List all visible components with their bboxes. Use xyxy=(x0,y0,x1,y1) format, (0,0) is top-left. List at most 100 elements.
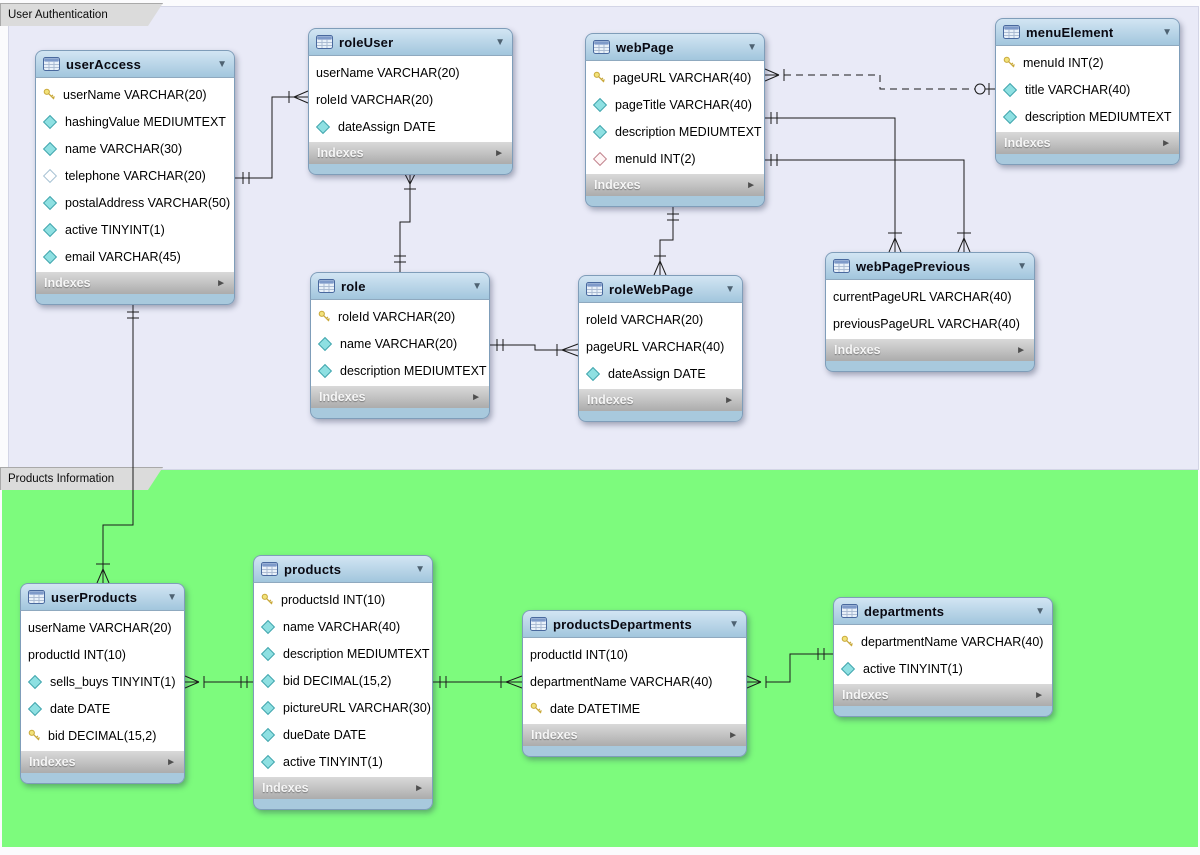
field-roleId[interactable]: roleId VARCHAR(20) xyxy=(309,86,512,113)
expand-arrow-icon[interactable]: ► xyxy=(216,277,226,289)
table-header[interactable]: products▼ xyxy=(253,555,433,583)
table-header[interactable]: roleWebPage▼ xyxy=(578,275,743,303)
field-departmentName[interactable]: departmentName VARCHAR(40) xyxy=(834,628,1052,655)
field-date[interactable]: date DATE xyxy=(21,695,184,722)
collapse-arrow-icon[interactable]: ▼ xyxy=(729,618,739,630)
collapse-arrow-icon[interactable]: ▼ xyxy=(1017,260,1027,272)
table-webPage[interactable]: webPage▼ pageURL VARCHAR(40)pageTitle VAR… xyxy=(585,33,765,207)
table-header[interactable]: userAccess▼ xyxy=(35,50,235,78)
section-tab-user-authentication[interactable]: User Authentication xyxy=(0,3,163,26)
table-header[interactable]: roleUser▼ xyxy=(308,28,513,56)
table-header[interactable]: role▼ xyxy=(310,272,490,300)
expand-arrow-icon[interactable]: ► xyxy=(746,179,756,191)
collapse-arrow-icon[interactable]: ▼ xyxy=(217,58,227,70)
table-roleUser[interactable]: roleUser▼ userName VARCHAR(20)roleId VARC… xyxy=(308,28,513,175)
table-menuElement[interactable]: menuElement▼ menuId INT(2)title VARCHAR(4… xyxy=(995,18,1180,165)
expand-arrow-icon[interactable]: ► xyxy=(471,391,481,403)
field-description[interactable]: description MEDIUMTEXT xyxy=(586,118,764,145)
field-telephone[interactable]: telephone VARCHAR(20) xyxy=(36,162,234,189)
field-userName[interactable]: userName VARCHAR(20) xyxy=(36,81,234,108)
indexes-footer[interactable]: Indexes► xyxy=(308,142,513,164)
table-productsDepartments[interactable]: productsDepartments▼ productId INT(10)dep… xyxy=(522,610,747,757)
table-header[interactable]: webPagePrevious▼ xyxy=(825,252,1035,280)
field-pageURL[interactable]: pageURL VARCHAR(40) xyxy=(586,64,764,91)
field-name[interactable]: name VARCHAR(30) xyxy=(36,135,234,162)
field-dateAssign[interactable]: dateAssign DATE xyxy=(579,360,742,387)
field-previousPageURL[interactable]: previousPageURL VARCHAR(40) xyxy=(826,310,1034,337)
expand-arrow-icon[interactable]: ► xyxy=(1034,689,1044,701)
field-currentPageURL[interactable]: currentPageURL VARCHAR(40) xyxy=(826,283,1034,310)
field-active[interactable]: active TINYINT(1) xyxy=(36,216,234,243)
collapse-arrow-icon[interactable]: ▼ xyxy=(725,283,735,295)
table-webPagePrevious[interactable]: webPagePrevious▼ currentPageURL VARCHAR(4… xyxy=(825,252,1035,372)
field-roleId[interactable]: roleId VARCHAR(20) xyxy=(579,306,742,333)
field-email[interactable]: email VARCHAR(45) xyxy=(36,243,234,270)
field-menuId[interactable]: menuId INT(2) xyxy=(996,49,1179,76)
field-departmentName[interactable]: departmentName VARCHAR(40) xyxy=(523,668,746,695)
field-name[interactable]: name VARCHAR(40) xyxy=(254,613,432,640)
expand-arrow-icon[interactable]: ► xyxy=(166,756,176,768)
indexes-footer[interactable]: Indexes► xyxy=(522,724,747,746)
field-dateAssign[interactable]: dateAssign DATE xyxy=(309,113,512,140)
indexes-footer[interactable]: Indexes► xyxy=(825,339,1035,361)
field-productsId[interactable]: productsId INT(10) xyxy=(254,586,432,613)
field-pageURL[interactable]: pageURL VARCHAR(40) xyxy=(579,333,742,360)
collapse-arrow-icon[interactable]: ▼ xyxy=(415,563,425,575)
field-pictureURL[interactable]: pictureURL VARCHAR(30) xyxy=(254,694,432,721)
collapse-arrow-icon[interactable]: ▼ xyxy=(167,591,177,603)
table-userAccess[interactable]: userAccess▼ userName VARCHAR(20)hashingVa… xyxy=(35,50,235,305)
table-role[interactable]: role▼ roleId VARCHAR(20)name VARCHAR(20)d… xyxy=(310,272,490,419)
expand-arrow-icon[interactable]: ► xyxy=(414,782,424,794)
field-bid[interactable]: bid DECIMAL(15,2) xyxy=(21,722,184,749)
table-roleWebPage[interactable]: roleWebPage▼ roleId VARCHAR(20)pageURL VA… xyxy=(578,275,743,422)
collapse-arrow-icon[interactable]: ▼ xyxy=(1035,605,1045,617)
collapse-arrow-icon[interactable]: ▼ xyxy=(1162,26,1172,38)
indexes-footer[interactable]: Indexes► xyxy=(585,174,765,196)
indexes-footer[interactable]: Indexes► xyxy=(253,777,433,799)
expand-arrow-icon[interactable]: ► xyxy=(494,147,504,159)
field-description[interactable]: description MEDIUMTEXT xyxy=(254,640,432,667)
indexes-footer[interactable]: Indexes► xyxy=(35,272,235,294)
table-header[interactable]: webPage▼ xyxy=(585,33,765,61)
table-header[interactable]: userProducts▼ xyxy=(20,583,185,611)
indexes-footer[interactable]: Indexes► xyxy=(20,751,185,773)
field-description[interactable]: description MEDIUMTEXT xyxy=(311,357,489,384)
field-active[interactable]: active TINYINT(1) xyxy=(834,655,1052,682)
field-name[interactable]: name VARCHAR(20) xyxy=(311,330,489,357)
table-departments[interactable]: departments▼ departmentName VARCHAR(40)ac… xyxy=(833,597,1053,717)
table-header[interactable]: productsDepartments▼ xyxy=(522,610,747,638)
expand-arrow-icon[interactable]: ► xyxy=(1161,137,1171,149)
field-pageTitle[interactable]: pageTitle VARCHAR(40) xyxy=(586,91,764,118)
collapse-arrow-icon[interactable]: ▼ xyxy=(472,280,482,292)
attribute-icon xyxy=(42,249,58,264)
field-menuId[interactable]: menuId INT(2) xyxy=(586,145,764,172)
collapse-arrow-icon[interactable]: ▼ xyxy=(495,36,505,48)
section-tab-products-information[interactable]: Products Information xyxy=(0,467,163,490)
field-bid[interactable]: bid DECIMAL(15,2) xyxy=(254,667,432,694)
indexes-footer[interactable]: Indexes► xyxy=(310,386,490,408)
indexes-footer[interactable]: Indexes► xyxy=(833,684,1053,706)
indexes-footer[interactable]: Indexes► xyxy=(995,132,1180,154)
table-header[interactable]: menuElement▼ xyxy=(995,18,1180,46)
expand-arrow-icon[interactable]: ► xyxy=(728,729,738,741)
table-header[interactable]: departments▼ xyxy=(833,597,1053,625)
field-postalAddress[interactable]: postalAddress VARCHAR(50) xyxy=(36,189,234,216)
field-date[interactable]: date DATETIME xyxy=(523,695,746,722)
expand-arrow-icon[interactable]: ► xyxy=(1016,344,1026,356)
field-roleId[interactable]: roleId VARCHAR(20) xyxy=(311,303,489,330)
field-userName[interactable]: userName VARCHAR(20) xyxy=(21,614,184,641)
collapse-arrow-icon[interactable]: ▼ xyxy=(747,41,757,53)
field-title[interactable]: title VARCHAR(40) xyxy=(996,76,1179,103)
field-productId[interactable]: productId INT(10) xyxy=(21,641,184,668)
expand-arrow-icon[interactable]: ► xyxy=(724,394,734,406)
field-hashingValue[interactable]: hashingValue MEDIUMTEXT xyxy=(36,108,234,135)
field-userName[interactable]: userName VARCHAR(20) xyxy=(309,59,512,86)
table-userProducts[interactable]: userProducts▼ userName VARCHAR(20)product… xyxy=(20,583,185,784)
field-sells_buys[interactable]: sells_buys TINYINT(1) xyxy=(21,668,184,695)
indexes-footer[interactable]: Indexes► xyxy=(578,389,743,411)
field-dueDate[interactable]: dueDate DATE xyxy=(254,721,432,748)
field-productId[interactable]: productId INT(10) xyxy=(523,641,746,668)
table-products[interactable]: products▼ productsId INT(10)name VARCHAR(… xyxy=(253,555,433,810)
field-active[interactable]: active TINYINT(1) xyxy=(254,748,432,775)
field-description[interactable]: description MEDIUMTEXT xyxy=(996,103,1179,130)
